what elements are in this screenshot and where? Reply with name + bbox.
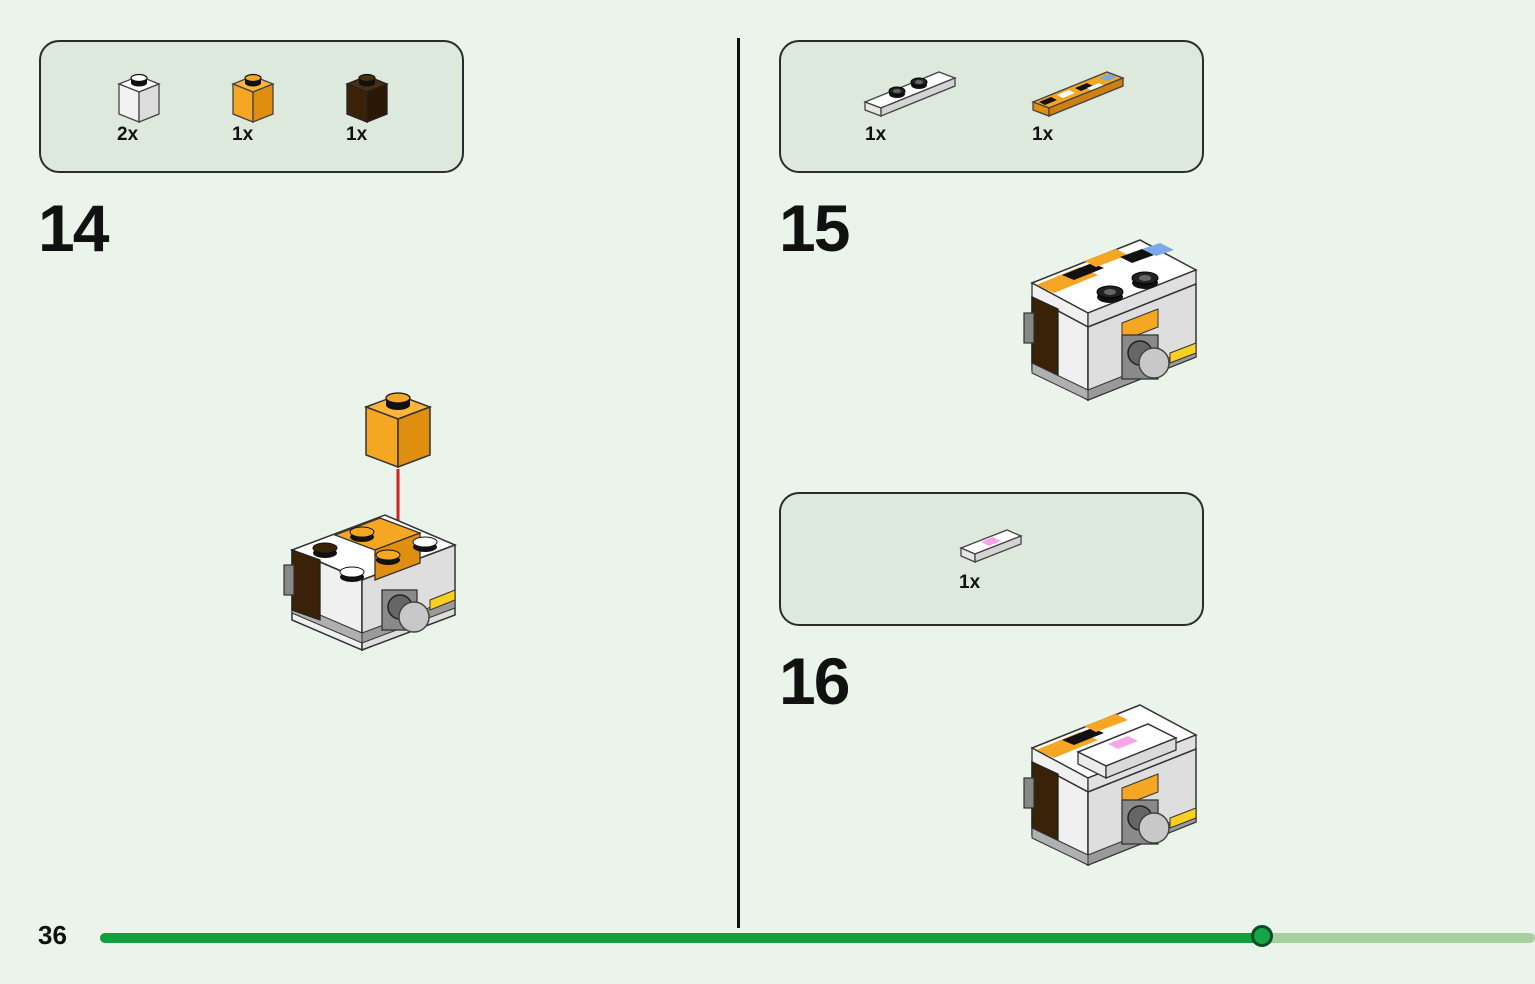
- orange-brick-icon: [231, 73, 275, 123]
- page-divider: [737, 38, 740, 928]
- white-brick-icon: [117, 73, 161, 123]
- step-number-16: 16: [779, 644, 850, 718]
- step-number-15: 15: [779, 191, 850, 265]
- step-14-model-illustration: [283, 392, 458, 652]
- step-16-model-illustration: [1023, 704, 1198, 867]
- pink-print-tile-icon: [959, 529, 1023, 563]
- step-15-model-illustration: [1023, 239, 1198, 402]
- progress-fill: [100, 933, 1262, 943]
- dark-brown-brick-icon: [345, 73, 389, 123]
- part-qty: 1x: [959, 572, 981, 593]
- part-qty: 1x: [865, 124, 887, 145]
- part-qty: 1x: [232, 124, 254, 145]
- parts-callout-step-14: 2x 1x 1x: [39, 40, 464, 173]
- white-plate-with-studs-icon: [863, 71, 957, 117]
- progress-marker-icon: [1251, 925, 1273, 947]
- part-qty: 1x: [346, 124, 368, 145]
- parts-callout-step-15: 1x 1x: [779, 40, 1204, 173]
- parts-callout-step-16: 1x: [779, 492, 1204, 626]
- part-qty: 1x: [1032, 124, 1054, 145]
- progress-bar: [100, 925, 1535, 947]
- page-number: 36: [38, 920, 67, 950]
- step-number-14: 14: [38, 191, 109, 265]
- printed-tile-icon: [1031, 71, 1125, 117]
- part-qty: 2x: [117, 124, 139, 145]
